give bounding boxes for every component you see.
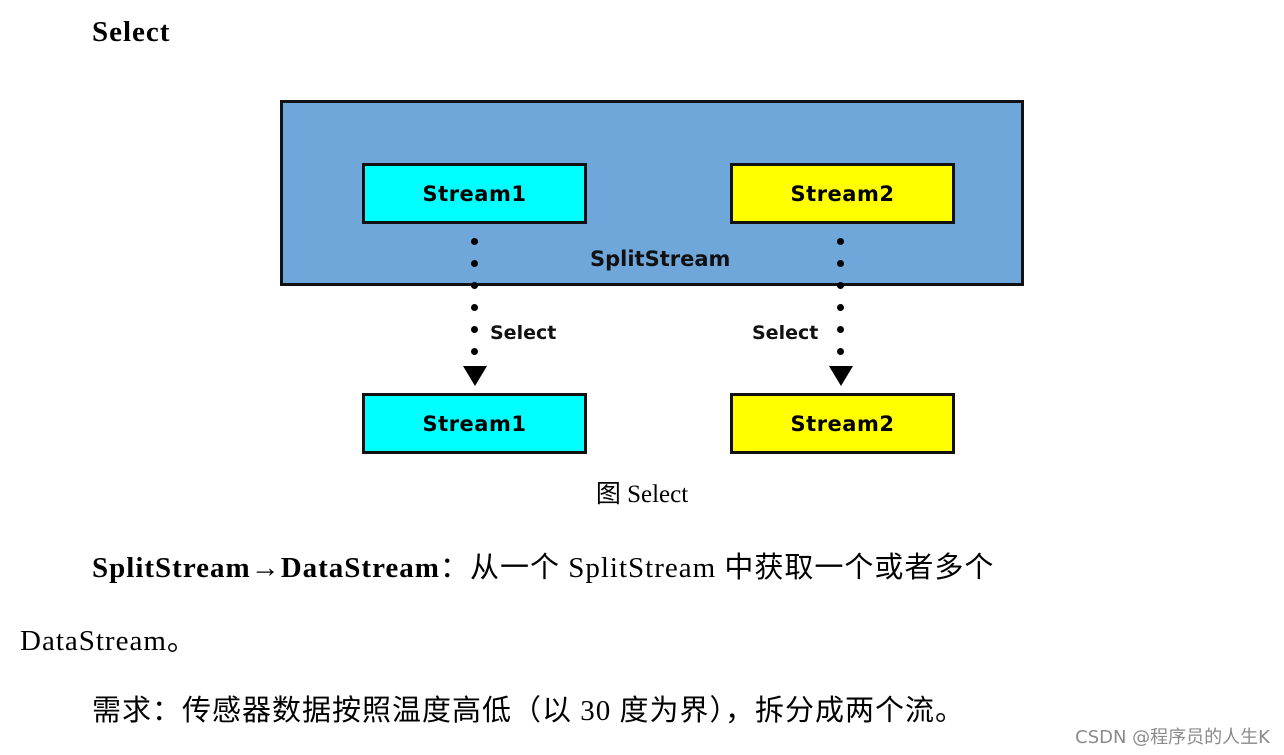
arrow-down-icon bbox=[463, 366, 487, 386]
select-edge-label-right: Select bbox=[752, 322, 819, 344]
bottom-stream1-box: Stream1 bbox=[362, 393, 587, 454]
select-edge-label-left: Select bbox=[490, 322, 557, 344]
section-heading: Select bbox=[92, 16, 171, 48]
figure-caption: 图 Select bbox=[595, 481, 689, 508]
dotted-line-right bbox=[837, 238, 845, 370]
splitstream-label: SplitStream bbox=[590, 247, 731, 271]
select-diagram: Stream1 Stream2 SplitStream Select Selec… bbox=[280, 100, 1024, 454]
paragraph-text: ：从一个 SplitStream 中获取一个或者多个 bbox=[439, 552, 995, 584]
paragraph-splitstream-line2: DataStream。 bbox=[20, 625, 197, 657]
csdn-watermark: CSDN @程序员的人生K bbox=[1075, 727, 1270, 748]
arrow-down-icon bbox=[829, 366, 853, 386]
paragraph-splitstream-line1: SplitStream→DataStream：从一个 SplitStream 中… bbox=[92, 544, 994, 586]
dotted-line-left bbox=[471, 238, 479, 370]
top-stream2-box: Stream2 bbox=[730, 163, 955, 224]
top-stream1-box: Stream1 bbox=[362, 163, 587, 224]
paragraph-bold-term: SplitStream→DataStream bbox=[92, 552, 440, 584]
requirement-paragraph: 需求：传感器数据按照温度高低（以 30 度为界），拆分成两个流。 bbox=[92, 695, 966, 727]
bottom-stream2-box: Stream2 bbox=[730, 393, 955, 454]
